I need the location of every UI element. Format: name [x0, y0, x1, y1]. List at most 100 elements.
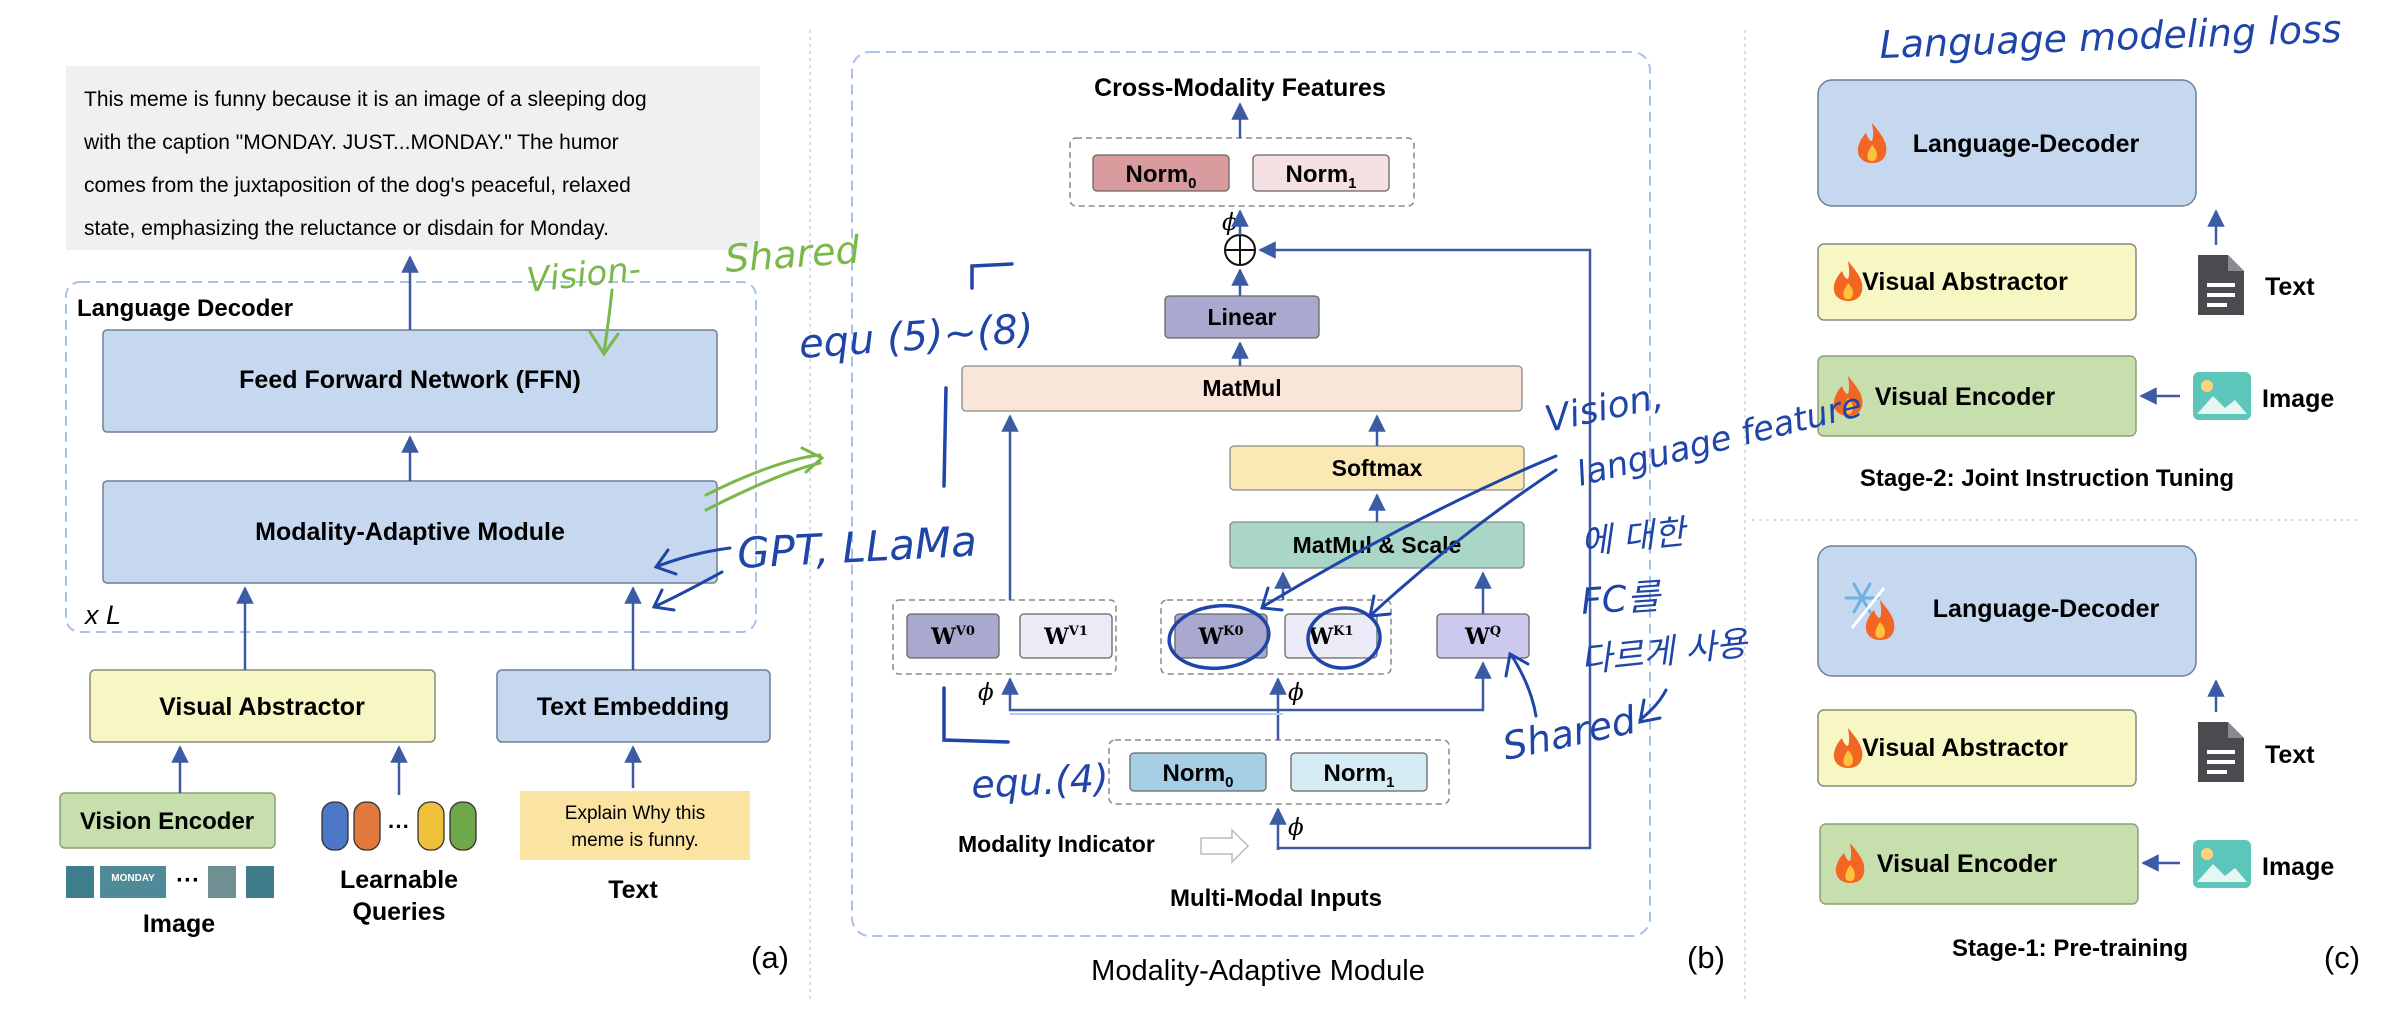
- matmul-box: [961, 365, 1523, 412]
- note-gpt-llama: GPT, LLaMa: [736, 517, 978, 578]
- note-vision-arrow: [588, 288, 620, 357]
- text-embedding-label: Text Embedding: [537, 693, 730, 721]
- norm1-input-box: [1290, 752, 1428, 792]
- document-icon: [2198, 255, 2244, 315]
- stage2-abstractor-box: [1817, 243, 2137, 321]
- norm0-output-sub: 0: [1188, 175, 1196, 192]
- phi-mid: ϕ: [1288, 680, 1304, 706]
- panel-c-arrows: [2139, 209, 2225, 872]
- query-ellipsis: ···: [388, 814, 410, 839]
- stage1-caption: Stage-1: Pre-training: [1952, 935, 2188, 962]
- visual-abstractor-label: Visual Abstractor: [159, 693, 365, 721]
- stage1-abstractor-label: Visual Abstractor: [1862, 734, 2068, 762]
- text-label: Text: [608, 876, 658, 904]
- stage2-encoder-label: Visual Encoder: [1875, 383, 2055, 411]
- wk1-sup: K1: [1333, 624, 1353, 639]
- wv1-label: WV1: [1043, 624, 1088, 650]
- norm0-input-label: Norm0: [1162, 760, 1233, 791]
- fire-icon: [1833, 728, 1863, 768]
- norm0-input-sub: 0: [1225, 774, 1233, 791]
- image-label: Image: [143, 910, 215, 938]
- stage2-decoder-label: Language-Decoder: [1913, 130, 2140, 158]
- stage1-encoder-box: [1819, 823, 2139, 905]
- stage1-abstractor-box: [1817, 709, 2137, 787]
- wv1-sup: V1: [1068, 624, 1088, 639]
- output-line-1: This meme is funny because it is an imag…: [84, 88, 647, 111]
- panel-a-label: (a): [751, 940, 789, 975]
- stage2-caption: Stage-2: Joint Instruction Tuning: [1860, 465, 2234, 492]
- note-circle-wk1: [1306, 606, 1382, 670]
- vision-encoder-box: [59, 792, 276, 849]
- linear-label: Linear: [1207, 304, 1276, 330]
- panel-b-arrows: [1001, 102, 1592, 850]
- note-shared-arrow-up: [1638, 688, 1668, 724]
- image-icon: [2193, 372, 2251, 420]
- stage2-text-label: Text: [2265, 273, 2315, 301]
- note-shared-blue: Shared: [1499, 698, 1641, 769]
- note-vision-lang-1: Vision,: [1541, 376, 1667, 441]
- norm1-output-sub: 1: [1348, 175, 1356, 192]
- language-decoder-frame: [65, 281, 757, 633]
- norm1-output-label: Norm1: [1285, 161, 1356, 192]
- stage2-image-label: Image: [2262, 385, 2334, 413]
- image-patch: [66, 866, 94, 898]
- fire-icon: [1865, 600, 1895, 640]
- language-decoder-title: Language Decoder: [77, 295, 293, 322]
- stage1-image-label: Image: [2262, 853, 2334, 881]
- stage2-abstractor-label: Visual Abstractor: [1862, 268, 2068, 296]
- document-icon: [2198, 722, 2244, 782]
- wv0-label: WV0: [930, 624, 975, 650]
- panel-a-arrows: [171, 255, 642, 795]
- modality-indicator-arrow: [1200, 828, 1250, 864]
- wk0-label: WK0: [1197, 624, 1243, 650]
- output-line-2: with the caption "MONDAY. JUST...MONDAY.…: [83, 131, 619, 154]
- note-bracket-top: [970, 262, 1014, 290]
- image-patches: MONDAY ···: [66, 866, 274, 898]
- query-token: [353, 801, 381, 851]
- norm1-input-sub: 1: [1386, 774, 1394, 791]
- note-vision-lang-5: 다르게 사용: [1579, 624, 1751, 681]
- output-text-box: [66, 66, 760, 250]
- output-line-4: state, emphasizing the reluctance or dis…: [84, 217, 609, 240]
- panel-b-label: (b): [1687, 940, 1725, 975]
- stage1-encoder-label: Visual Encoder: [1877, 850, 2057, 878]
- query-token: [321, 801, 349, 851]
- panel-b-caption: Modality-Adaptive Module: [1091, 955, 1425, 987]
- stage2-encoder-box: [1817, 355, 2137, 437]
- fire-icon: [1835, 843, 1865, 883]
- stage1-text-label: Text: [2265, 741, 2315, 769]
- image-patch: [246, 866, 274, 898]
- panel-c-label: (c): [2324, 940, 2360, 975]
- phi-top: ϕ: [1222, 210, 1238, 236]
- wv0-sup: V0: [955, 624, 975, 639]
- image-patch: [100, 866, 166, 898]
- note-circle-wk0: [1167, 603, 1271, 671]
- query-token: [449, 801, 477, 851]
- panel-b: Cross-Modality Features Norm0 Norm1 ϕ Li…: [851, 51, 1725, 987]
- wq-sup: Q: [1490, 624, 1501, 639]
- note-vision: Vision-: [525, 249, 643, 301]
- fire-icon: [1833, 376, 1863, 416]
- output-line-3: comes from the juxtaposition of the dog'…: [84, 174, 631, 197]
- note-shared: Shared: [724, 228, 862, 281]
- arrow: [1001, 677, 1283, 712]
- stage1-decoder-label: Language-Decoder: [1933, 595, 2160, 623]
- repeat-label: x L: [83, 600, 121, 630]
- mam-frame: [851, 51, 1651, 937]
- image-patch: [208, 866, 236, 898]
- phi-left: ϕ: [978, 680, 994, 706]
- note-bracket-bottom: [942, 686, 1010, 744]
- wv1-box: [1019, 613, 1113, 659]
- text-prompt-line-2: meme is funny.: [571, 830, 698, 851]
- stage1-decoder-box: [1817, 545, 2197, 677]
- norm0-output-label: Norm0: [1125, 161, 1196, 192]
- learnable-queries-label-2: Queries: [352, 898, 445, 926]
- fire-icon: [1833, 261, 1863, 301]
- norm0-input-box: [1129, 752, 1267, 792]
- note-lm-loss: Language modeling loss: [1879, 7, 2342, 67]
- note-gpt-arrow-2: [651, 570, 724, 612]
- note-equ-4: equ.(4): [970, 756, 1110, 807]
- cross-modality-features: Cross-Modality Features: [1094, 74, 1386, 102]
- matmul-scale-label: MatMul & Scale: [1293, 532, 1462, 558]
